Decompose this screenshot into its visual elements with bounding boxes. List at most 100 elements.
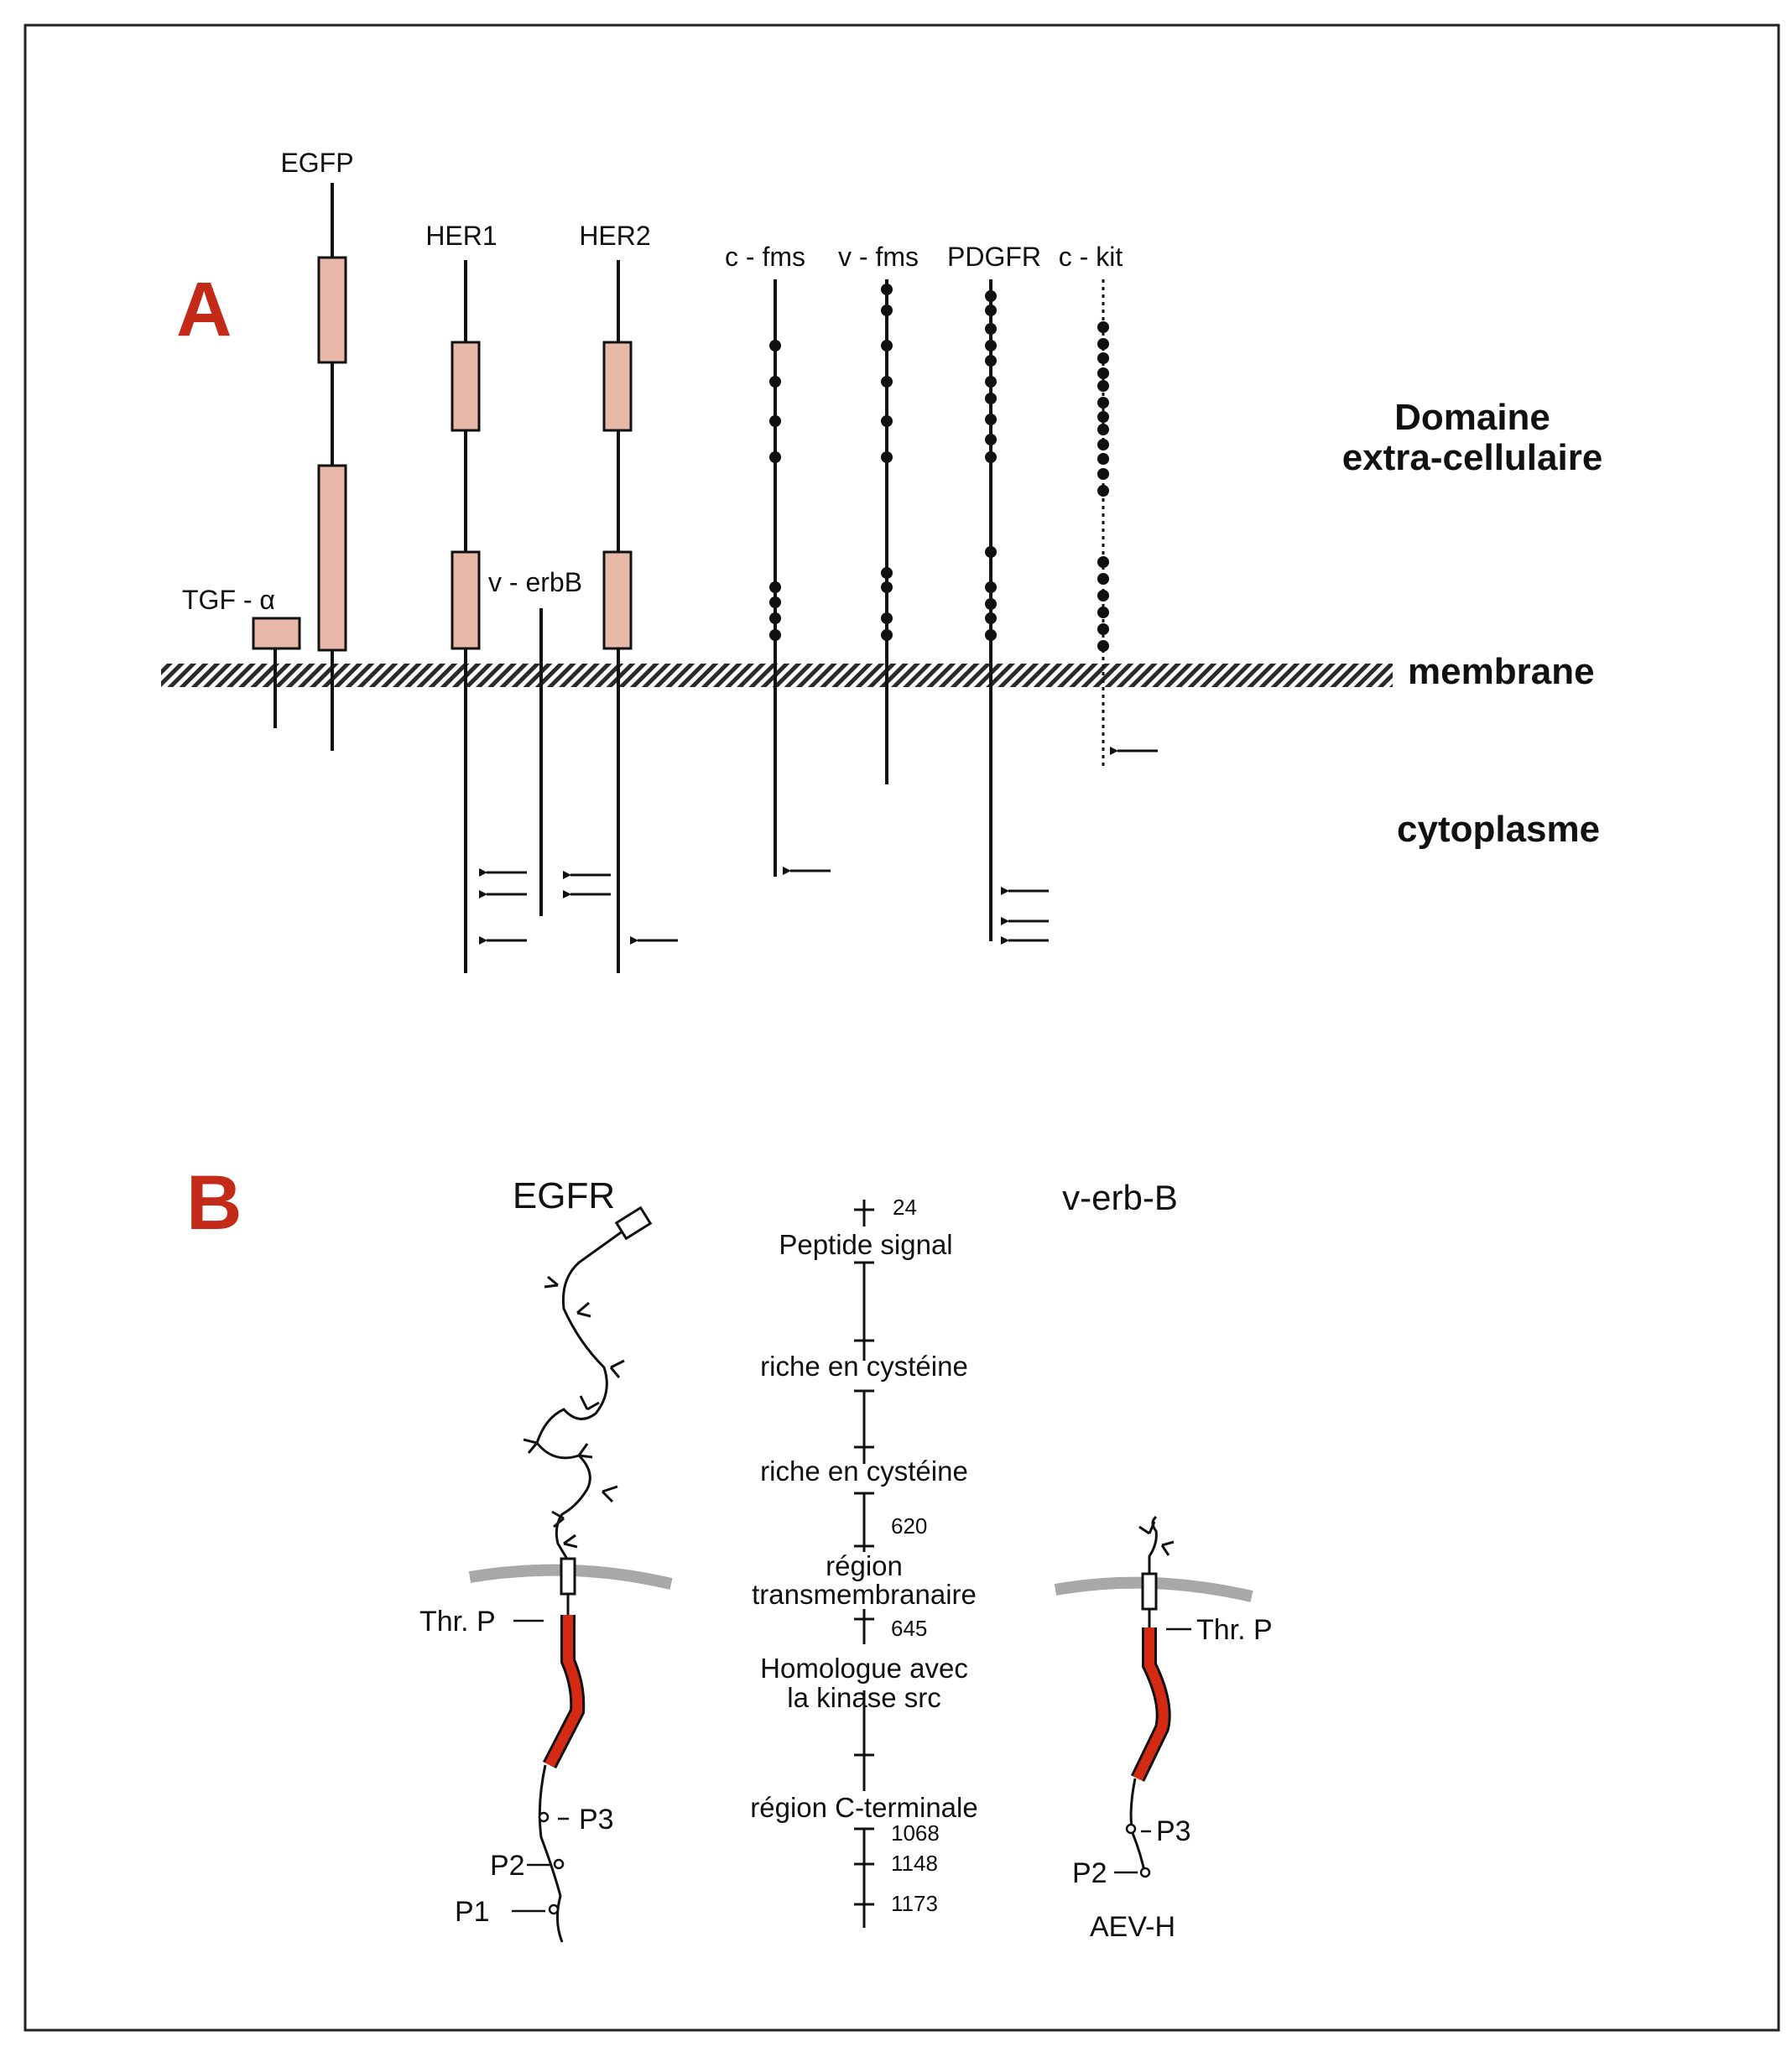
egfr-p2-label: P2 [490, 1850, 525, 1882]
egfr-p1-site [548, 1903, 560, 1915]
c-kit-domain-dot [1097, 468, 1109, 480]
pdgfr-domain-dot [985, 323, 997, 335]
v-fms-domain-dot [881, 629, 893, 641]
egfr-p3-site [538, 1811, 550, 1823]
v-erb-b-p3-site [1125, 1823, 1137, 1835]
figure-frame [23, 23, 1780, 2032]
pdgfr-domain-dot [985, 393, 997, 404]
v-erb-b-p3-label: P3 [1156, 1815, 1191, 1847]
pdgfr-domain-dot [985, 598, 997, 610]
egfr-transmembrane-box [560, 1557, 576, 1596]
egfr-p1-label: P1 [455, 1896, 490, 1928]
c-kit-domain-dot [1097, 556, 1109, 568]
v-fms-label: v - fms [838, 242, 919, 272]
domain-scale-ticks [854, 1208, 874, 1906]
c-fms-domain-dot [769, 376, 781, 388]
v-erb-b-thr-p-label: Thr. P [1196, 1614, 1273, 1646]
pdgfr-domain-dot [985, 629, 997, 641]
egfp-precursor [317, 183, 347, 751]
pdgfr-domain-dot [985, 414, 997, 425]
egfp-label: EGFP [280, 148, 353, 178]
transmembrane-label-line1: région [826, 1550, 903, 1581]
v-erbb-label: v - erbB [488, 567, 582, 597]
her1-receptor [451, 260, 481, 973]
egfr-title: EGFR [513, 1175, 615, 1216]
c-fms-domain-dot [769, 612, 781, 624]
v-fms-domain-dot [881, 305, 893, 316]
c-fms-domain-dot [769, 340, 781, 352]
transmembrane-label-line2: transmembranaire [752, 1579, 977, 1610]
c-fms-domain-dot [769, 451, 781, 463]
c-kit-domain-dot [1097, 411, 1109, 423]
c-kit-domain-dot [1097, 590, 1109, 601]
pdgfr-domain-dot [985, 546, 997, 558]
egfr-thr-p-label: Thr. P [419, 1606, 496, 1638]
c-kit-label: c - kit [1059, 242, 1123, 272]
c-kit-domain-dot [1097, 623, 1109, 635]
position-620: 620 [891, 1513, 927, 1539]
membrane-label: membrane [1408, 651, 1595, 692]
v-fms-domain-dot [881, 376, 893, 388]
v-erb-b-p2-label: P2 [1072, 1857, 1107, 1889]
egfr-phospho-sites [538, 1811, 565, 1915]
v-fms-receptor [881, 279, 893, 784]
c-kit-domain-dot [1097, 607, 1109, 618]
her2-label: HER2 [579, 221, 650, 251]
pdgfr-domain-dot [985, 340, 997, 352]
c-kit-domain-dot [1097, 424, 1109, 435]
pdgfr-domain-dot [985, 376, 997, 388]
kinase-homology-label-line1: Homologue avec [760, 1653, 968, 1684]
extracellular-domain-label-line1: Domaine [1394, 397, 1550, 438]
v-erb-b-phospho-sites [1125, 1823, 1151, 1878]
cysteine-rich-1-label: riche en cystéine [760, 1351, 968, 1382]
v-fms-domain-dot [881, 567, 893, 579]
c-kit-domain-dot [1097, 397, 1109, 409]
c-terminal-label: région C-terminale [750, 1792, 977, 1823]
position-645: 645 [891, 1616, 927, 1641]
truncation-arrows [479, 747, 1158, 945]
pdgfr-domain-dot [985, 451, 997, 463]
position-24: 24 [893, 1195, 917, 1220]
extracellular-domain-label-line2: extra-cellulaire [1342, 437, 1603, 478]
v-erb-b-title: v-erb-B [1062, 1178, 1178, 1217]
egfr-cytoplasmic-tail [538, 1764, 564, 1943]
c-kit-domain-dot [1097, 439, 1109, 450]
panel-b-letter: B [186, 1160, 242, 1246]
c-kit-domain-dot [1097, 338, 1109, 350]
v-fms-domain-dot [881, 612, 893, 624]
position-1173: 1173 [891, 1891, 938, 1916]
pdgfr-receptor [985, 279, 997, 941]
c-fms-domain-dot [769, 629, 781, 641]
v-erb-b-extracellular-stub [1138, 1515, 1175, 1574]
egfr-schematic [468, 1206, 673, 1943]
v-erb-b-schematic [1054, 1515, 1253, 1876]
egfr-p3-label: P3 [579, 1804, 614, 1836]
c-kit-domain-dot [1097, 367, 1109, 379]
her1-label: HER1 [425, 221, 497, 251]
v-fms-domain-dot [881, 581, 893, 593]
v-fms-domain-dot [881, 284, 893, 295]
c-kit-domain-dot [1097, 453, 1109, 465]
egfr-n-terminal-box [614, 1206, 653, 1241]
signal-peptide-label: Peptide signal [779, 1229, 952, 1260]
kinase-homology-label-line2: la kinase src [787, 1682, 940, 1713]
pdgfr-domain-dot [985, 290, 997, 302]
v-fms-domain-dot [881, 451, 893, 463]
pdgfr-domain-dot [985, 612, 997, 624]
c-kit-domain-dot [1097, 640, 1109, 652]
egfr-p2-site [553, 1858, 565, 1870]
v-erb-b-p2-site [1139, 1867, 1151, 1878]
c-fms-domain-dot [769, 596, 781, 608]
pdgfr-domain-dot [985, 581, 997, 593]
pdgfr-domain-dot [985, 355, 997, 367]
aev-h-label: AEV-H [1090, 1911, 1175, 1943]
tgf-alpha-label: TGF - α [182, 585, 275, 615]
pdgfr-domain-dot [985, 305, 997, 316]
cytoplasm-label: cytoplasme [1397, 809, 1600, 850]
v-fms-domain-dot [881, 415, 893, 427]
c-fms-receptor [769, 279, 781, 877]
c-kit-receptor [1097, 279, 1109, 768]
position-1068: 1068 [891, 1820, 940, 1846]
cysteine-rich-2-label: riche en cystéine [760, 1456, 968, 1487]
